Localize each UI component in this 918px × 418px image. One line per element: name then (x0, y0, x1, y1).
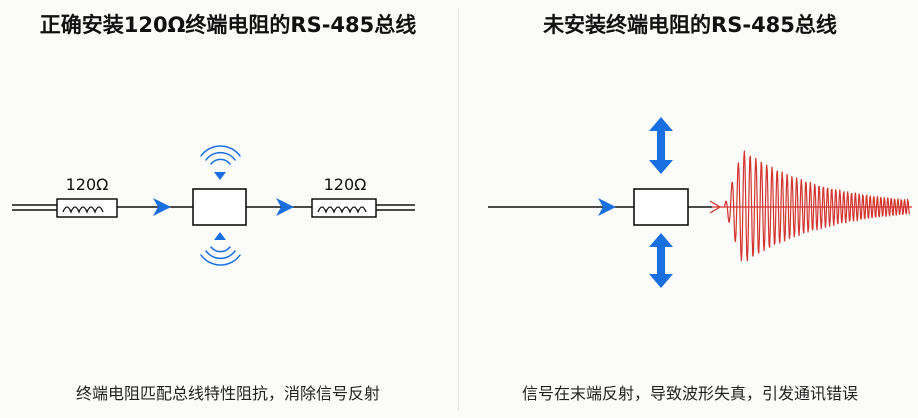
transceiver-node (192, 188, 247, 226)
panel-caption: 信号在末端反射，导致波形失真，引发通讯错误 (521, 384, 858, 403)
panel-caption: 终端电阻匹配总线特性阻抗，消除信号反射 (75, 384, 380, 403)
bidirectional-arrow-icon (649, 117, 673, 174)
signal-arrow-icon (153, 198, 171, 216)
panel-unterminated-bus: 未安装终端电阻的RS-485总线 信号在末端反 (462, 0, 918, 418)
bus-wire (12, 204, 415, 211)
signal-arrow-icon (598, 198, 616, 216)
panel-divider (458, 8, 459, 410)
termination-resistor-right (311, 198, 377, 218)
termination-resistor-left (56, 198, 118, 218)
transceiver-node (633, 188, 689, 226)
wireless-waves-icon (200, 232, 241, 266)
bidirectional-arrow-icon (649, 233, 673, 288)
terminated-bus-diagram: 120Ω 120Ω (12, 145, 415, 266)
panel-title: 正确安装120Ω终端电阻的RS-485总线 (39, 13, 417, 37)
wireless-waves-icon (200, 145, 241, 180)
resistor-label-left: 120Ω (66, 175, 109, 194)
unterminated-bus-diagram (488, 117, 912, 288)
reflected-waveform-icon (709, 150, 912, 262)
panel-title: 未安装终端电阻的RS-485总线 (543, 13, 837, 37)
panel-terminated-bus: 正确安装120Ω终端电阻的RS-485总线 120Ω (0, 0, 456, 418)
resistor-label-right: 120Ω (324, 175, 367, 194)
signal-arrow-icon (276, 198, 294, 216)
